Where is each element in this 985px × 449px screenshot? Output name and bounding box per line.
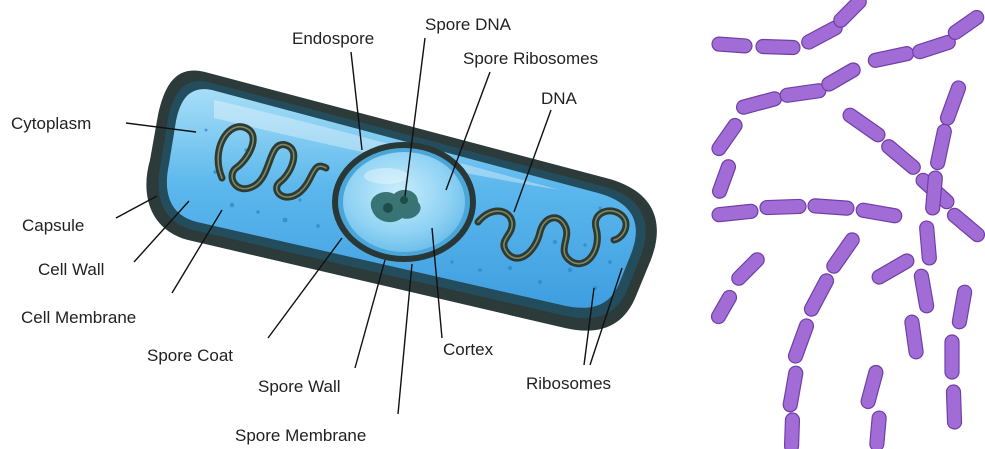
label-endospore: Endospore [292,29,374,48]
label-ribosomes: Ribosomes [526,374,611,393]
bacterium-model [146,70,657,330]
rod-cell [869,410,886,449]
rod-cell [760,199,806,215]
label-spore-wall: Spore Wall [258,377,341,396]
label-cortex: Cortex [443,340,494,359]
label-cell-membrane: Cell Membrane [21,308,136,327]
label-spore-coat: Spore Coat [147,346,233,365]
label-spore-ribosomes: Spore Ribosomes [463,49,598,68]
label-dna: DNA [541,89,578,108]
rod-cell [756,39,800,55]
label-capsule: Capsule [22,216,84,235]
rod-cell [784,413,799,449]
rod-cell [919,220,937,265]
label-spore-membrane: Spore Membrane [235,426,366,445]
rod-cell [946,385,962,429]
rod-cell [925,170,943,215]
label-cytoplasm: Cytoplasm [11,114,91,133]
spore-dna-blob [371,190,421,222]
label-spore-dna: Spore DNA [425,15,512,34]
rod-cell [712,37,753,54]
label-cell-wall: Cell Wall [38,260,104,279]
rod-cell [808,198,855,215]
endospore [332,142,476,262]
micrograph-photo [704,0,985,449]
rod-cell [945,335,959,379]
